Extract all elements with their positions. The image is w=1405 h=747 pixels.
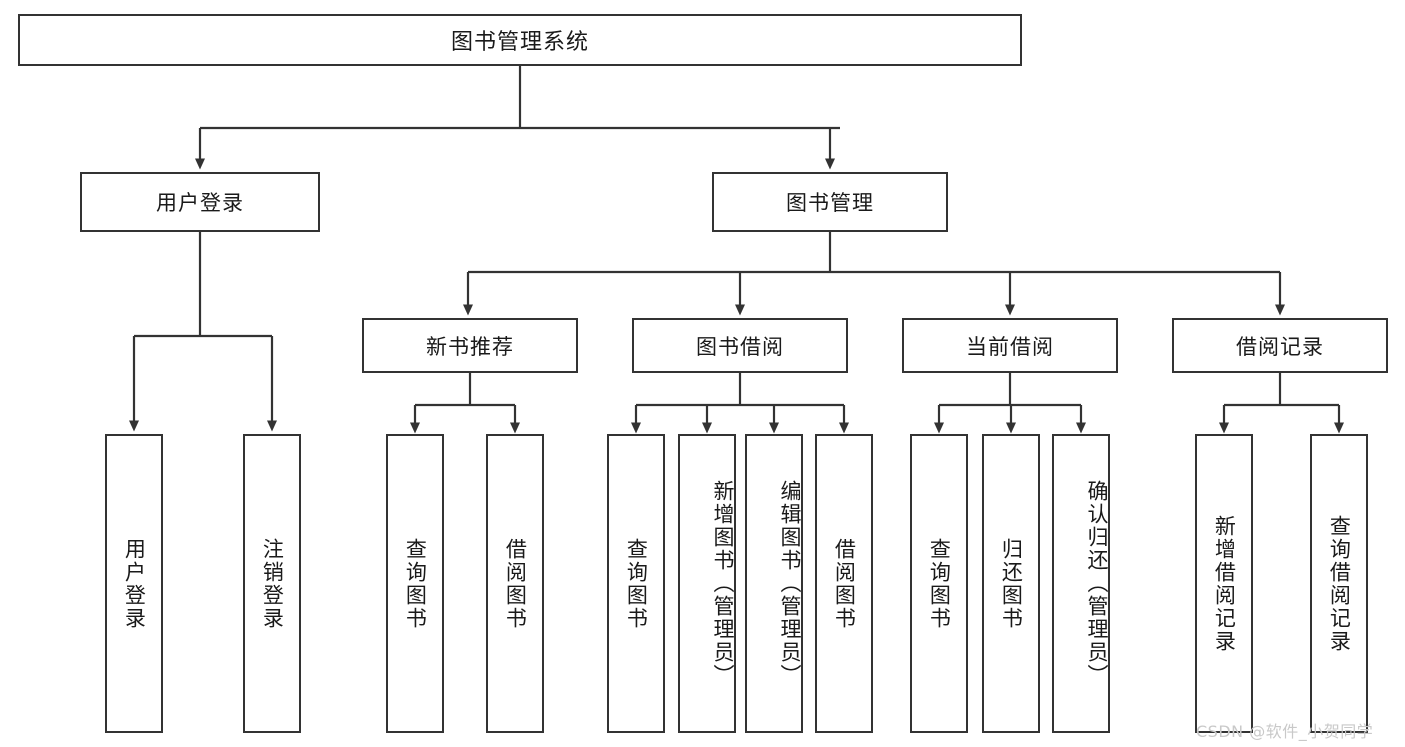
node-current-borrow-label: 当前借阅 — [966, 334, 1054, 359]
node-root-label: 图书管理系统 — [450, 30, 589, 55]
node-leaf-return-book-label: 归还图书 — [999, 537, 1024, 630]
node-leaf-add-record-label: 新增借阅记录 — [1212, 514, 1237, 653]
node-leaf-query-book-cur-label: 查询图书 — [927, 537, 952, 630]
node-root[interactable]: 图书管理系统 — [18, 14, 1022, 66]
node-leaf-edit-book[interactable]: 编辑图书（管理员） — [745, 434, 803, 733]
node-leaf-borrow-book-label: 借阅图书 — [832, 537, 857, 630]
node-leaf-query-book-borrow-label: 查询图书 — [624, 537, 649, 630]
node-current-borrow[interactable]: 当前借阅 — [902, 318, 1118, 373]
node-new-book-rec[interactable]: 新书推荐 — [362, 318, 578, 373]
node-leaf-borrow-book[interactable]: 借阅图书 — [815, 434, 873, 733]
node-leaf-query-book-borrow[interactable]: 查询图书 — [607, 434, 665, 733]
node-user-login-label: 用户登录 — [156, 191, 244, 215]
node-leaf-add-record[interactable]: 新增借阅记录 — [1195, 434, 1253, 733]
node-leaf-user-login-label: 用户登录 — [122, 537, 147, 630]
node-borrow-record-label: 借阅记录 — [1236, 334, 1324, 359]
node-leaf-query-book-cur[interactable]: 查询图书 — [910, 434, 968, 733]
node-leaf-edit-book-label: 编辑图书（管理员） — [778, 480, 802, 687]
csdn-watermark: CSDN @软件_小贺同学 — [1196, 722, 1374, 741]
node-book-borrow[interactable]: 图书借阅 — [632, 318, 848, 373]
node-leaf-query-book-rec-label: 查询图书 — [403, 537, 428, 630]
node-leaf-user-login[interactable]: 用户登录 — [105, 434, 163, 733]
node-user-login[interactable]: 用户登录 — [80, 172, 320, 232]
node-leaf-confirm-return-label: 确认归还（管理员） — [1085, 480, 1109, 687]
node-leaf-return-book[interactable]: 归还图书 — [982, 434, 1040, 733]
node-book-manage[interactable]: 图书管理 — [712, 172, 948, 232]
node-leaf-query-record-label: 查询借阅记录 — [1327, 514, 1352, 653]
node-leaf-user-logout-label: 注销登录 — [260, 537, 285, 630]
node-leaf-query-book-rec[interactable]: 查询图书 — [386, 434, 444, 733]
node-book-borrow-label: 图书借阅 — [696, 334, 784, 359]
node-leaf-borrow-book-rec[interactable]: 借阅图书 — [486, 434, 544, 733]
node-borrow-record[interactable]: 借阅记录 — [1172, 318, 1388, 373]
node-leaf-add-book[interactable]: 新增图书（管理员） — [678, 434, 736, 733]
node-leaf-query-record[interactable]: 查询借阅记录 — [1310, 434, 1368, 733]
node-new-book-rec-label: 新书推荐 — [426, 334, 514, 359]
node-leaf-confirm-return[interactable]: 确认归还（管理员） — [1052, 434, 1110, 733]
node-leaf-add-book-label: 新增图书（管理员） — [711, 480, 735, 687]
node-book-manage-label: 图书管理 — [786, 191, 874, 215]
node-leaf-borrow-book-rec-label: 借阅图书 — [503, 537, 528, 630]
node-leaf-user-logout[interactable]: 注销登录 — [243, 434, 301, 733]
